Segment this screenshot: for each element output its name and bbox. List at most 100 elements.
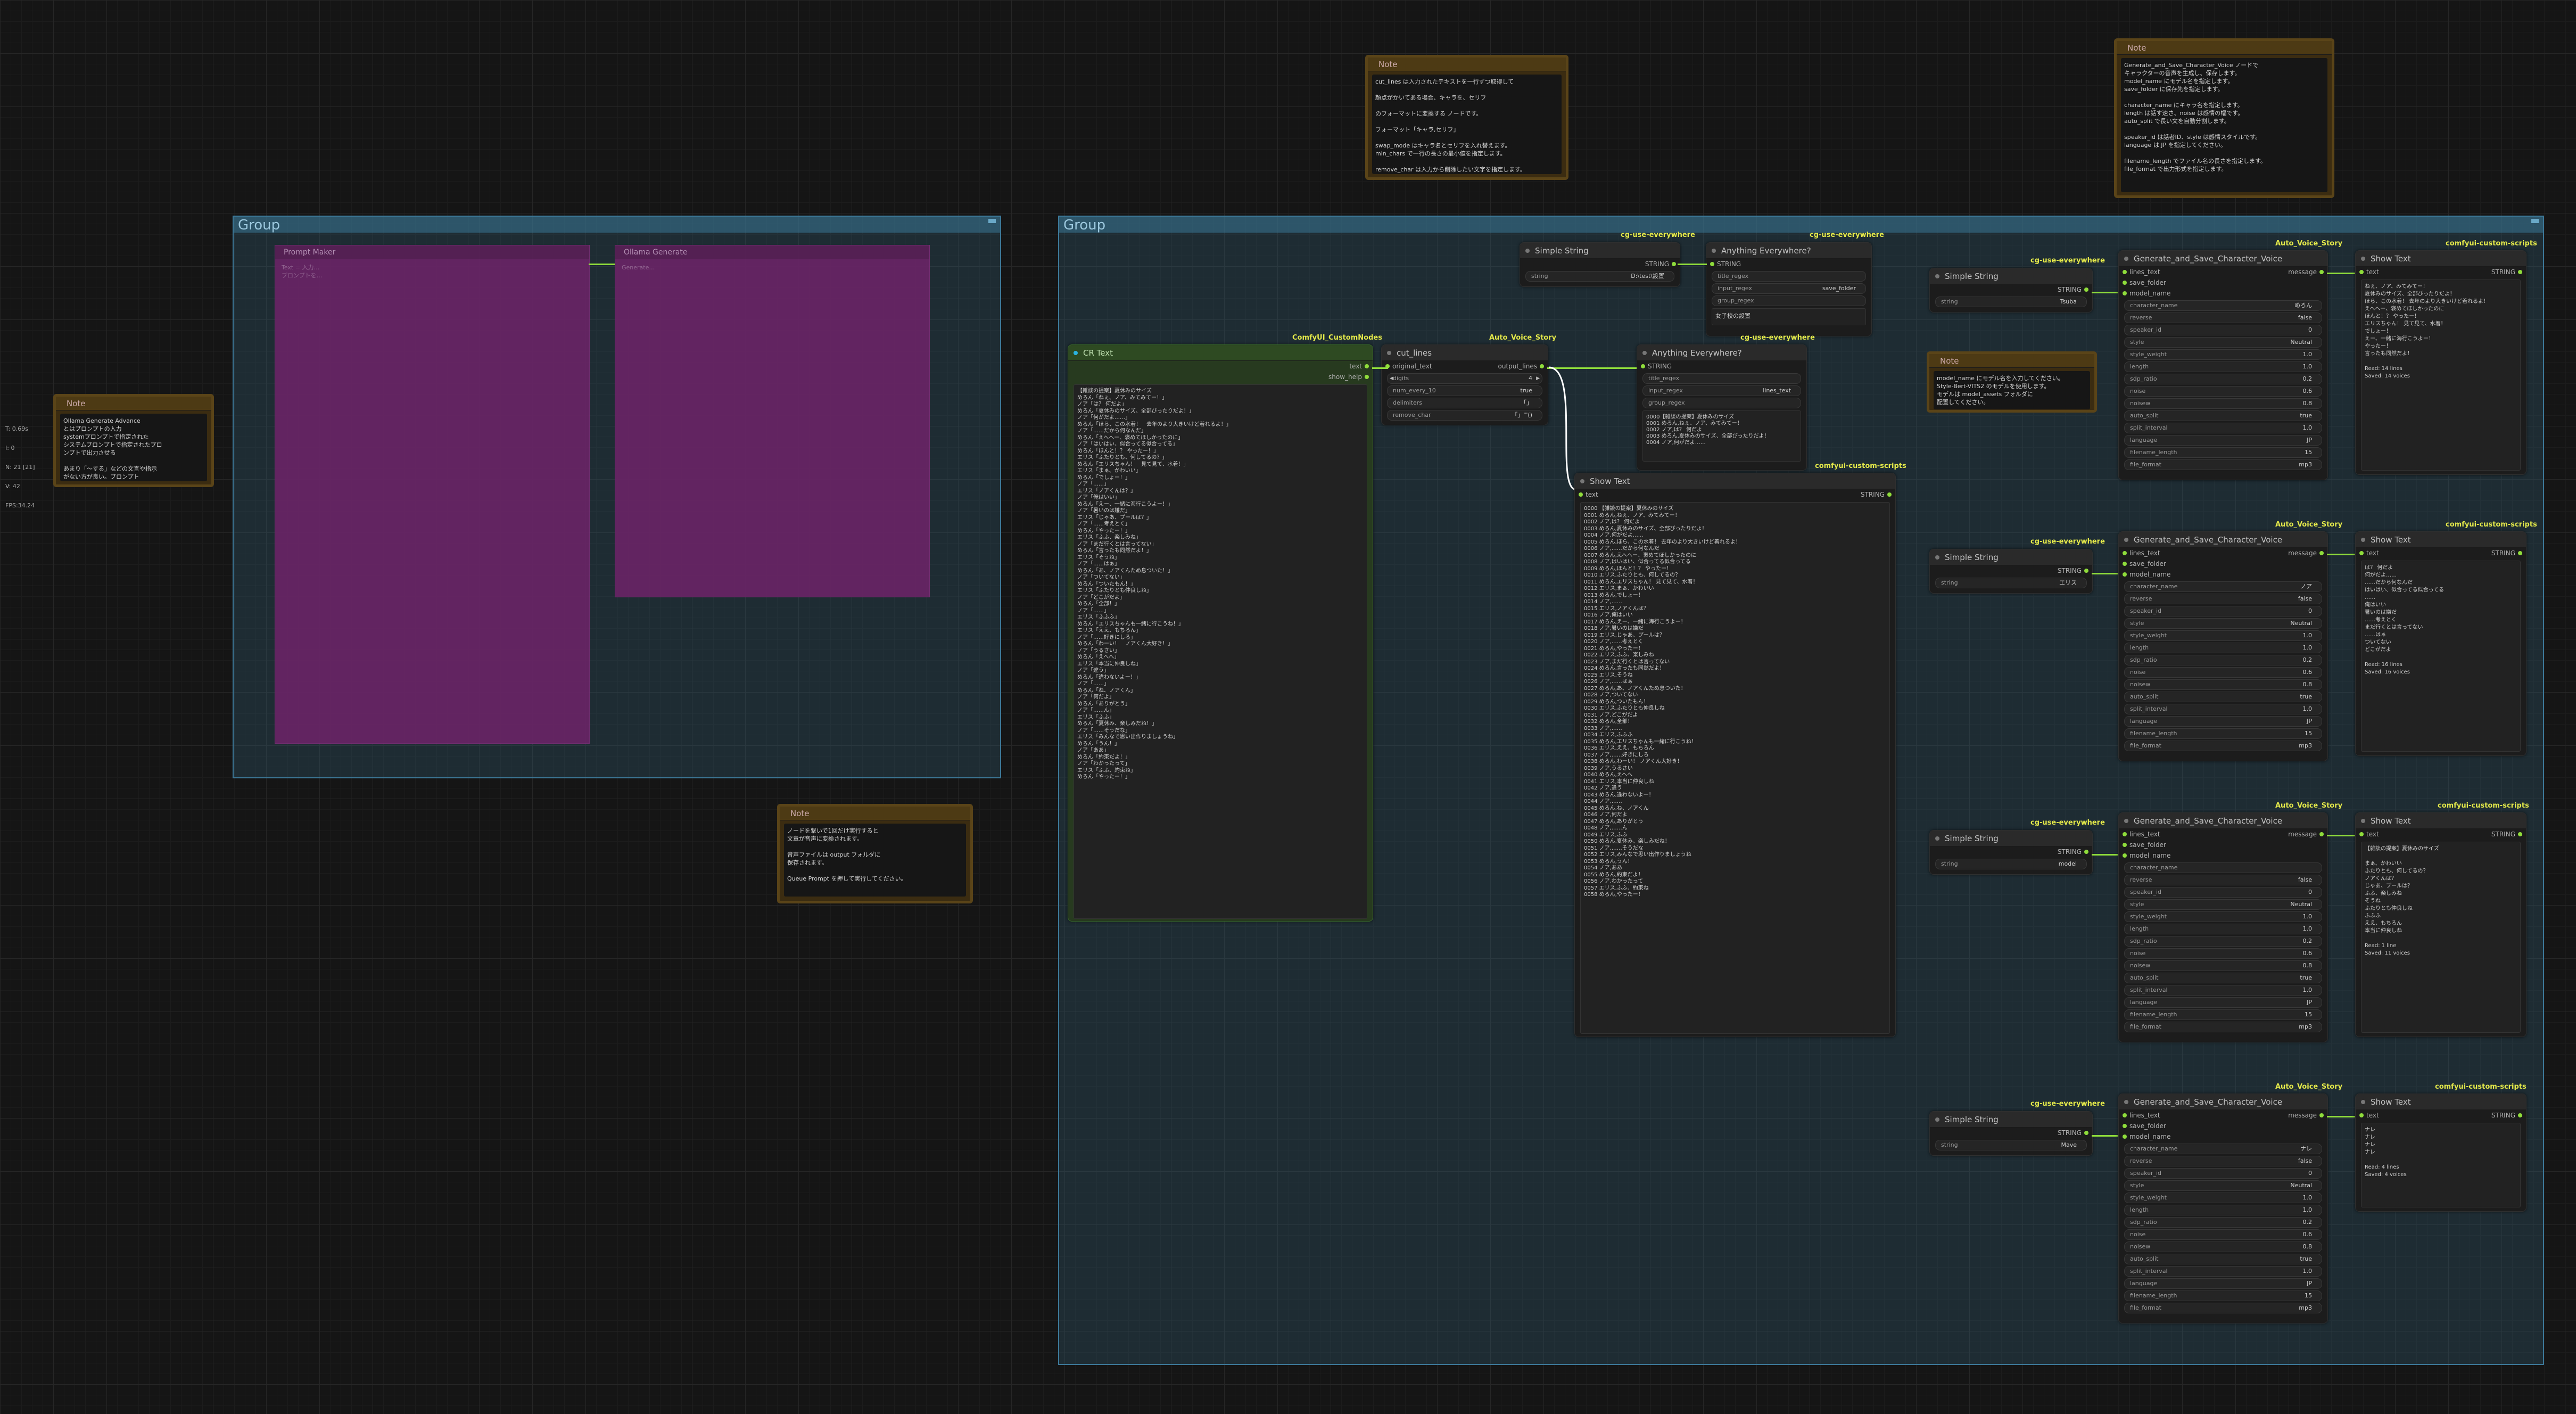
- output-dot-icon[interactable]: [2319, 1113, 2324, 1117]
- collapse-dot-icon[interactable]: [2361, 257, 2365, 261]
- input-slot[interactable]: model_name: [2119, 1131, 2327, 1142]
- output-slot-help[interactable]: show_help: [1068, 372, 1373, 382]
- arrow-right-icon[interactable]: ▶: [1536, 376, 1540, 381]
- node-generate-voice[interactable]: Generate_and_Save_Character_Voice lines_…: [2118, 531, 2328, 761]
- node-title[interactable]: Simple String: [1520, 243, 1680, 259]
- collapse-dot-icon[interactable]: [2124, 1100, 2128, 1104]
- regex-widget[interactable]: title_regex: [1712, 271, 1866, 282]
- input-dot-icon[interactable]: [1579, 492, 1583, 497]
- node-title[interactable]: Simple String: [1930, 549, 2092, 565]
- node-title[interactable]: Show Text: [2356, 1094, 2526, 1110]
- input-slot[interactable]: STRING: [1637, 361, 1806, 372]
- output-dot-icon[interactable]: [1672, 262, 1676, 266]
- input-dot-icon[interactable]: [2123, 832, 2127, 836]
- node-show-text-main[interactable]: Show Text text STRING 0000 【雑談の提案】夏休みのサイ…: [1574, 473, 1896, 1037]
- input-slot[interactable]: save_folder: [2119, 1121, 2327, 1131]
- node-anything-everywhere-top[interactable]: Anything Everywhere? STRING title_regex …: [1706, 242, 1872, 336]
- node-title[interactable]: Simple String: [1930, 831, 2092, 846]
- collapse-dot-icon[interactable]: [1074, 351, 1078, 355]
- input-dot-icon[interactable]: [2123, 1113, 2127, 1117]
- output-dot-icon[interactable]: [1540, 364, 1544, 368]
- arrow-left-icon[interactable]: ◀: [1390, 376, 1393, 381]
- input-dot-icon[interactable]: [2123, 551, 2127, 555]
- node-title[interactable]: Anything Everywhere?: [1706, 243, 1871, 259]
- input-dot-icon[interactable]: [1385, 364, 1390, 368]
- input-dot-icon[interactable]: [2123, 572, 2127, 577]
- input-dot-icon[interactable]: [2123, 270, 2127, 274]
- collapse-dot-icon[interactable]: [1580, 479, 1584, 483]
- output-dot-icon[interactable]: [1887, 492, 1892, 497]
- collapse-dot-icon[interactable]: [2361, 538, 2365, 542]
- note-text[interactable]: cut_lines は入力されたテキストを一行ずつ取得して 顔点がかいてある場合…: [1372, 75, 1562, 174]
- input-slot[interactable]: STRING: [1706, 259, 1871, 269]
- input-dot-icon[interactable]: [2123, 291, 2127, 295]
- note-text[interactable]: model_name にモデル名を入力してください。 Style-Bert-VI…: [1934, 371, 2090, 409]
- input-dot-icon[interactable]: [2123, 1135, 2127, 1139]
- param-widget[interactable]: delimiters「」: [1387, 398, 1542, 408]
- input-dot-icon[interactable]: [2123, 853, 2127, 858]
- regex-widget[interactable]: group_regex: [1642, 398, 1801, 408]
- node-title[interactable]: Show Text: [1575, 473, 1895, 489]
- output-dot-icon[interactable]: [1365, 375, 1369, 379]
- node-ollama-generate[interactable]: Ollama Generate Generate…: [615, 245, 930, 597]
- text-input[interactable]: 【雑談の提案】夏休みのサイズ めろん「ねぇ、ノア、みてみてー！」 ノア「は？ 何…: [1074, 384, 1367, 919]
- output-slot[interactable]: STRING: [1930, 565, 2092, 576]
- node-title[interactable]: Show Text: [2356, 251, 2526, 267]
- output-dot-icon[interactable]: [2518, 551, 2522, 555]
- input-dot-icon[interactable]: [2359, 270, 2364, 274]
- node-title[interactable]: Simple String: [1930, 1112, 2092, 1128]
- node-title[interactable]: Generate_and_Save_Character_Voice: [2119, 813, 2327, 829]
- input-dot-icon[interactable]: [2359, 1113, 2364, 1117]
- input-dot-icon[interactable]: [2123, 562, 2127, 566]
- regex-widget[interactable]: group_regex: [1712, 295, 1866, 306]
- output-slot[interactable]: STRING: [1930, 1128, 2092, 1138]
- collapse-dot-icon[interactable]: [1525, 249, 1530, 253]
- group-collapse-icon[interactable]: [988, 219, 996, 223]
- param-widget[interactable]: character_name: [2124, 862, 2322, 873]
- input-dot-icon[interactable]: [2359, 832, 2364, 836]
- node-title[interactable]: Generate_and_Save_Character_Voice: [2119, 1094, 2327, 1110]
- note-text[interactable]: Ollama Generate Advance とはプロンプトの入力 syste…: [60, 414, 207, 481]
- collapse-dot-icon[interactable]: [2124, 257, 2128, 261]
- node-title[interactable]: Anything Everywhere?: [1637, 345, 1806, 361]
- input-slot[interactable]: model_name: [2119, 569, 2327, 580]
